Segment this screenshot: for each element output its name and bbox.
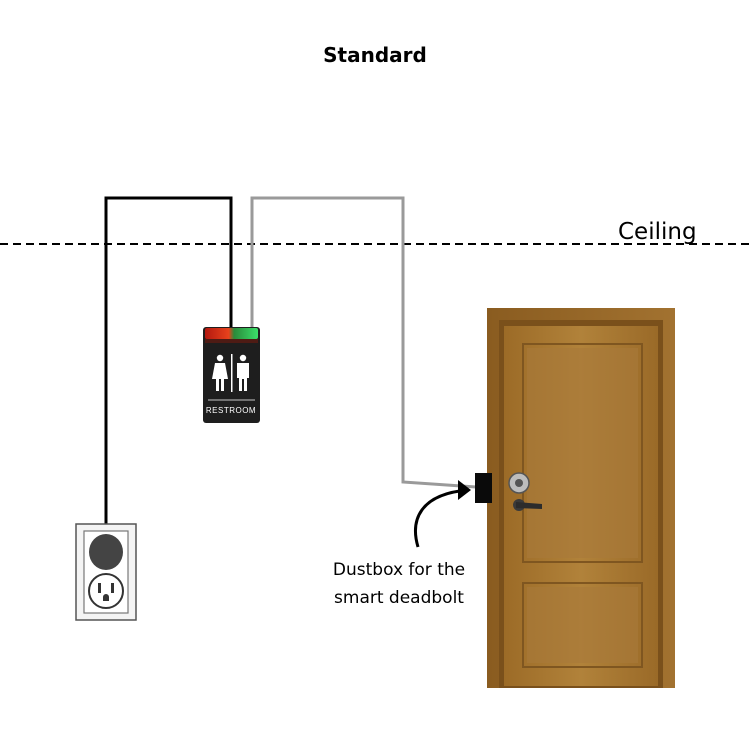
door — [487, 308, 675, 688]
arrow-head-icon — [458, 480, 471, 500]
diagram-title: Standard — [323, 43, 427, 67]
woman-icon — [212, 354, 228, 391]
sign-text: RESTROOM — [206, 406, 256, 415]
callout-line-1: Dustbox for the — [333, 560, 465, 580]
callout-arrow — [414, 488, 469, 548]
plug-icon — [89, 534, 123, 570]
sign-divider — [231, 354, 233, 392]
status-led-bar — [205, 328, 258, 339]
power-wire — [104, 196, 233, 545]
receptacle-icon — [88, 573, 124, 609]
restroom-sign: RESTROOM — [203, 327, 260, 423]
dustbox — [475, 473, 492, 503]
ceiling-label: Ceiling — [618, 219, 697, 245]
wall-outlet — [75, 523, 137, 621]
signal-wire — [250, 196, 477, 489]
callout-line-2: smart deadbolt — [334, 588, 464, 608]
man-icon — [237, 354, 249, 391]
